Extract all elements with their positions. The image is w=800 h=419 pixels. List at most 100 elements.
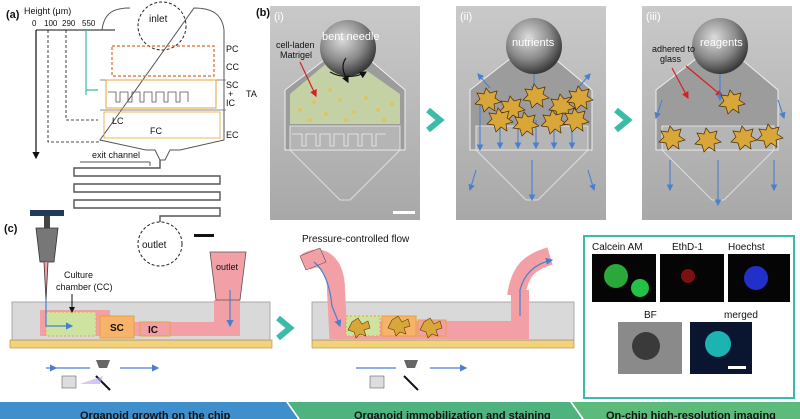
nutrient-droplet <box>506 18 562 74</box>
needle-flow-arrow <box>45 300 74 330</box>
ta-label: TA <box>246 89 257 99</box>
organoid-icon <box>512 111 540 137</box>
chip-outline <box>99 7 225 161</box>
chevron-b-1-icon <box>426 107 445 133</box>
chevron-b-2-icon <box>614 107 633 133</box>
organoid-icon <box>522 83 550 109</box>
lower-channel-outline <box>103 111 221 139</box>
panel-a: (a) Height (μm) 0 100 290 550 inlet PC C… <box>6 1 257 267</box>
serpentine-channel <box>73 160 221 222</box>
exit-flow-arrow <box>519 257 554 316</box>
chip-2-outlet-tube <box>507 247 553 298</box>
bent-needle-label: bent needle <box>322 31 380 43</box>
sc-label: SC <box>226 80 239 90</box>
organoid-icon <box>730 125 758 151</box>
height-line-550 <box>85 30 98 95</box>
bf-organoid <box>632 332 660 360</box>
adhered-pointer-2 <box>685 65 723 97</box>
image-i-funnel <box>289 149 401 201</box>
reagents-label: reagents <box>700 37 743 49</box>
image-i-tag: (i) <box>274 11 284 23</box>
inlet-label: inlet <box>149 14 168 25</box>
height-axis-title: Height (μm) <box>24 6 71 16</box>
pressure-flow-label: Pressure-controlled flow <box>302 234 410 245</box>
calcein-label: Calcein AM <box>592 242 643 253</box>
light-path <box>80 376 103 384</box>
needle-body <box>35 227 59 263</box>
chip-1-outlet-tube <box>209 251 247 301</box>
scale-bar-b <box>393 211 415 214</box>
sc-box-label: SC <box>110 323 124 334</box>
organoid-icon <box>474 87 502 113</box>
trap-array-outline <box>105 79 217 109</box>
organoid-icon <box>566 85 594 111</box>
organoid-icon <box>540 109 568 135</box>
height-tick-0: 0 <box>32 19 37 28</box>
banner-imaging <box>572 402 800 419</box>
height-tick-290: 290 <box>62 19 76 28</box>
panel-c-chip-2: Pressure-controlled flow <box>299 234 575 391</box>
matrigel-label-1: cell-laden <box>276 40 315 50</box>
scale-bar-a <box>194 234 214 237</box>
panel-b-label: (b) <box>256 7 270 19</box>
matrigel-fill <box>290 52 400 124</box>
exit-channel-link <box>80 161 151 166</box>
banner-growth-text: Organoid growth on the chip <box>80 410 231 419</box>
bf-label: BF <box>644 310 657 321</box>
adhered-label-2: glass <box>660 54 682 64</box>
lc-label: LC <box>112 116 124 126</box>
outlet-circle <box>137 221 183 267</box>
organoid-icon <box>694 127 722 153</box>
ec-label: EC <box>226 130 239 140</box>
needle-droplet <box>320 20 376 76</box>
hoechst-organoid <box>744 266 768 290</box>
merged-label: merged <box>724 310 758 321</box>
chip-2-inlet-cap <box>299 247 327 271</box>
culture-chamber-outline <box>111 45 215 77</box>
matrigel-label-2: Matrigel <box>280 50 312 60</box>
sc-box <box>99 315 135 339</box>
height-line-100 <box>47 30 100 143</box>
ethd-label: EthD-1 <box>672 242 704 253</box>
image-i-trap-pattern <box>292 133 386 147</box>
needle-tip <box>43 261 49 301</box>
ethd-organoid <box>681 269 695 283</box>
panel-c-label: (c) <box>4 223 18 235</box>
camera-2-icon <box>369 375 385 389</box>
banner-imaging-text: On-chip high-resolution imaging <box>606 410 776 419</box>
organoid-icon <box>756 123 784 149</box>
panel-a-label: (a) <box>6 9 20 21</box>
banner-immobilization <box>288 402 582 419</box>
mirror-2-icon <box>403 375 419 391</box>
organoid-icon <box>718 89 746 115</box>
trap-pattern <box>108 91 189 103</box>
nutrients-label: nutrients <box>512 37 555 49</box>
calcein-organoid-2 <box>631 279 649 297</box>
scale-bar-c <box>728 366 746 369</box>
stage-banners: Organoid growth on the chip Organoid imm… <box>0 402 800 419</box>
reagent-droplet <box>692 18 748 74</box>
image-iii-tag: (iii) <box>646 11 661 23</box>
adhered-pointer-1 <box>671 67 689 100</box>
immobilized-organoids <box>347 315 443 339</box>
ic-box-label: IC <box>148 325 158 336</box>
needle-stem <box>44 216 50 228</box>
trap-array-lines <box>100 79 226 111</box>
chip-1-outlet-label: outlet <box>216 262 239 272</box>
outlet-label: outlet <box>142 240 167 251</box>
inlet-circle <box>137 1 187 51</box>
ic-label: IC <box>226 98 236 108</box>
cc-label: CC <box>226 62 239 72</box>
reagent-flow-arrows <box>654 74 786 207</box>
organoid-icon <box>498 95 526 121</box>
organoid-icon <box>658 125 686 151</box>
objective-lens-icon <box>96 360 110 368</box>
chip-1-glass <box>9 339 273 349</box>
banner-immobilization-text: Organoid immobilization and staining <box>354 410 551 419</box>
matrigel-cells <box>298 88 394 122</box>
panel-b-image-iii: reagents (iii) adhered to glass <box>642 6 792 220</box>
organoid-group <box>474 83 784 153</box>
culture-chamber-label-1: Culture <box>64 270 93 280</box>
image-ii-tag: (ii) <box>460 11 472 23</box>
height-tick-550: 550 <box>82 19 96 28</box>
